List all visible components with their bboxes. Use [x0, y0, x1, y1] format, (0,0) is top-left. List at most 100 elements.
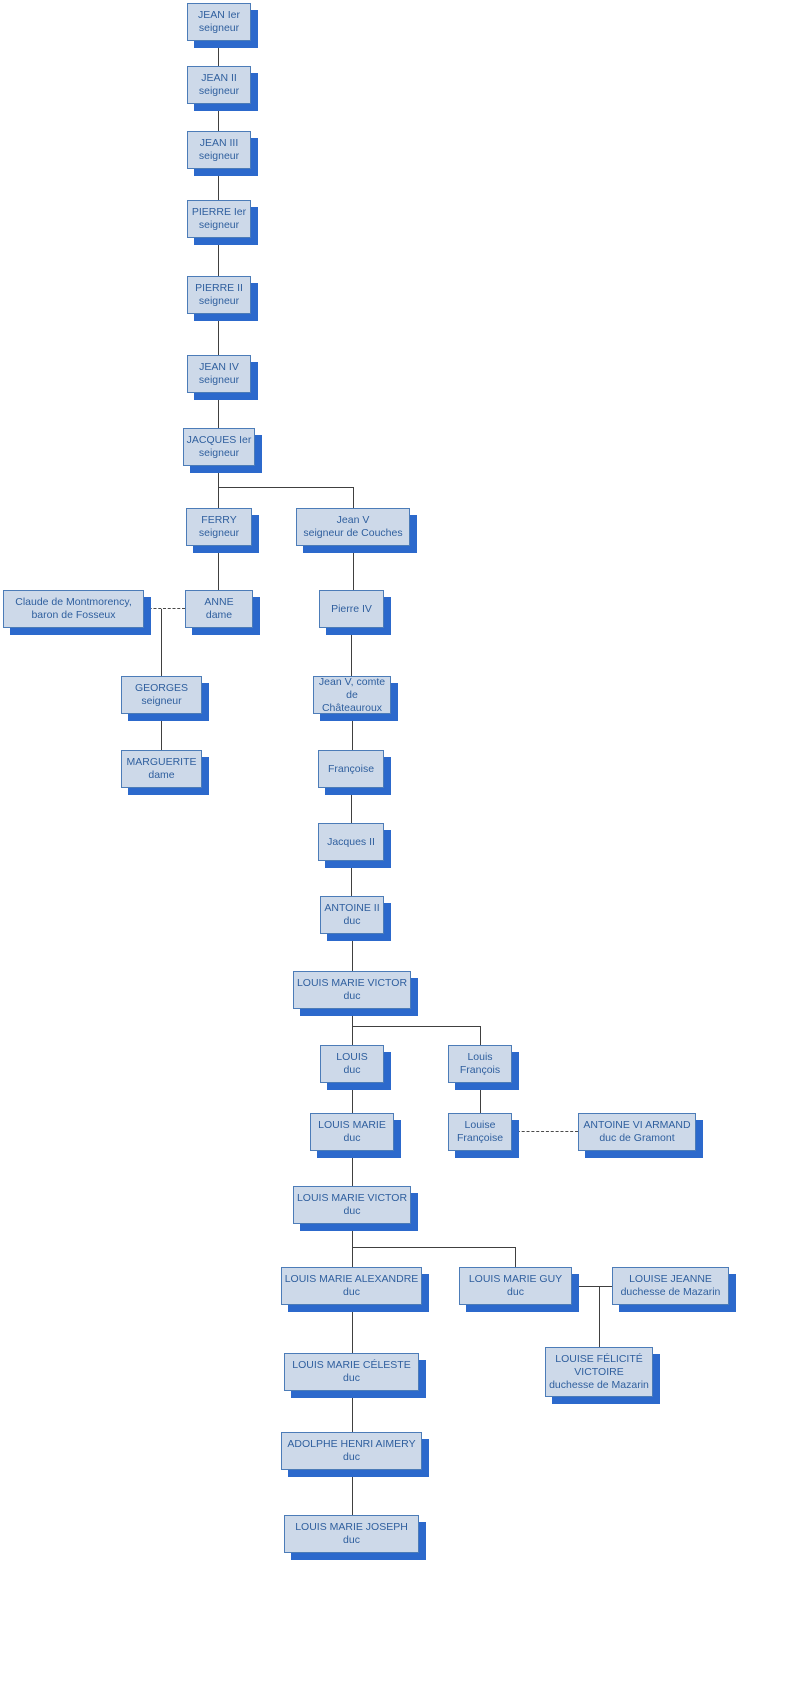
person-title: duc	[343, 1534, 360, 1546]
connector-line	[352, 1083, 353, 1113]
person-name: LOUIS MARIE CÉLESTE	[292, 1359, 411, 1371]
person-name: LOUISE JEANNE	[629, 1273, 712, 1285]
connector-line	[515, 1248, 516, 1267]
node-louis-marie-celeste[interactable]: LOUIS MARIE CÉLESTE duc	[284, 1353, 419, 1391]
connector-line	[351, 628, 352, 676]
person-title: dame	[205, 609, 233, 621]
person-title: seigneur	[141, 695, 182, 707]
node-jean-iii[interactable]: JEAN III seigneur	[187, 131, 251, 169]
person-title: de Châteauroux	[321, 688, 383, 714]
connector-line	[218, 546, 219, 590]
person-name: Jean V	[336, 514, 370, 526]
person-title: duc de Gramont	[599, 1132, 675, 1144]
person-title: dame	[148, 769, 175, 781]
person-name: LOUIS MARIE GUY	[468, 1273, 563, 1285]
node-louis-marie[interactable]: LOUIS MARIE duc	[310, 1113, 394, 1151]
node-pierre-ii[interactable]: PIERRE II seigneur	[187, 276, 251, 314]
connector-line	[480, 1027, 481, 1045]
node-adolphe-henri-aimery[interactable]: ADOLPHE HENRI AIMERY duc	[281, 1432, 422, 1470]
node-louis-marie-victor-1[interactable]: LOUIS MARIE VICTOR duc	[293, 971, 411, 1009]
node-louis-marie-guy[interactable]: LOUIS MARIE GUY duc	[459, 1267, 572, 1305]
person-title: seigneur	[198, 374, 240, 386]
person-name: Pierre IV	[331, 602, 372, 615]
person-name: Jean V, comte	[318, 675, 386, 688]
person-title: duc	[507, 1286, 524, 1298]
person-title: baron de Fosseux	[31, 609, 116, 621]
person-name: PIERRE Ier	[191, 206, 247, 218]
connector-line	[218, 393, 219, 428]
person-title: duchesse de Mazarin	[620, 1286, 721, 1298]
marriage-dashed-line	[144, 608, 185, 609]
node-jean-ier[interactable]: JEAN Ier seigneur	[187, 3, 251, 41]
person-title: seigneur	[198, 447, 240, 459]
node-marguerite[interactable]: MARGUERITE dame	[121, 750, 202, 788]
node-jean-v-couches[interactable]: Jean V seigneur de Couches	[296, 508, 410, 546]
node-pierre-ier[interactable]: PIERRE Ier seigneur	[187, 200, 251, 238]
person-name: Louis	[467, 1051, 493, 1063]
node-louis-marie-alexandre[interactable]: LOUIS MARIE ALEXANDRE duc	[281, 1267, 422, 1305]
person-name: GEORGES	[134, 682, 189, 694]
person-name: MARGUERITE	[126, 756, 197, 768]
connector-line	[351, 861, 352, 896]
connector-line	[352, 1026, 481, 1027]
node-francoise[interactable]: Françoise	[318, 750, 384, 788]
person-title: seigneur de Couches	[303, 527, 403, 539]
person-name: ANNE	[204, 596, 234, 608]
person-title: duc	[343, 990, 361, 1002]
node-antoine-ii[interactable]: ANTOINE II duc	[320, 896, 384, 934]
person-title: duc	[343, 1451, 360, 1463]
node-jean-iv[interactable]: JEAN IV seigneur	[187, 355, 251, 393]
node-jean-v-chateauroux[interactable]: Jean V, comte de Châteauroux	[313, 676, 391, 714]
node-pierre-iv[interactable]: Pierre IV	[319, 590, 384, 628]
connector-line	[352, 1151, 353, 1186]
node-ferry[interactable]: FERRY seigneur	[186, 508, 252, 546]
person-title: seigneur	[198, 22, 240, 34]
person-name: Claude de Montmorency,	[15, 596, 132, 608]
person-name: JEAN II	[201, 72, 237, 84]
person-title: François	[459, 1064, 501, 1076]
node-louis-francois[interactable]: Louis François	[448, 1045, 512, 1083]
connector-line	[352, 1247, 516, 1248]
node-georges[interactable]: GEORGES seigneur	[121, 676, 202, 714]
person-name: PIERRE II	[195, 282, 243, 294]
node-louis-marie-joseph[interactable]: LOUIS MARIE JOSEPH duc	[284, 1515, 419, 1553]
connector-line	[352, 1305, 353, 1353]
node-jean-ii[interactable]: JEAN II seigneur	[187, 66, 251, 104]
node-jacques-ii[interactable]: Jacques II	[318, 823, 384, 861]
person-title: duc	[343, 1286, 360, 1298]
node-louis[interactable]: LOUIS duc	[320, 1045, 384, 1083]
connector-line	[352, 1470, 353, 1515]
node-jacques-ier[interactable]: JACQUES Ier seigneur	[183, 428, 255, 466]
connector-line	[352, 1391, 353, 1432]
person-name: LOUIS	[336, 1051, 368, 1063]
person-name: LOUIS MARIE VICTOR	[296, 977, 408, 989]
person-title: duc	[343, 1372, 360, 1384]
person-name: LOUIS MARIE	[318, 1119, 386, 1131]
node-anne[interactable]: ANNE dame	[185, 590, 253, 628]
person-name: Louise	[464, 1119, 496, 1131]
connector-line	[352, 1224, 353, 1267]
person-name: ADOLPHE HENRI AIMERY	[287, 1438, 416, 1450]
person-title: duc	[343, 1205, 361, 1217]
node-louise-francoise[interactable]: Louise Françoise	[448, 1113, 512, 1151]
person-name: ANTOINE II	[324, 902, 380, 914]
connector-line	[161, 609, 162, 676]
node-louise-jeanne[interactable]: LOUISE JEANNE duchesse de Mazarin	[612, 1267, 729, 1305]
marriage-dashed-line	[512, 1131, 578, 1132]
connector-line	[352, 714, 353, 750]
person-name: JEAN III	[199, 137, 239, 149]
connector-line	[218, 169, 219, 200]
person-name: JEAN IV	[199, 361, 239, 373]
marriage-line	[572, 1286, 612, 1287]
connector-line	[353, 488, 354, 508]
node-louis-marie-victor-2[interactable]: LOUIS MARIE VICTOR duc	[293, 1186, 411, 1224]
person-title: duc	[343, 1132, 361, 1144]
node-claude-de-montmorency[interactable]: Claude de Montmorency, baron de Fosseux	[3, 590, 144, 628]
person-name: Françoise	[327, 762, 375, 775]
connector-line	[218, 104, 219, 131]
node-antoine-vi-armand[interactable]: ANTOINE VI ARMAND duc de Gramont	[578, 1113, 696, 1151]
node-louise-felicite-victoire[interactable]: LOUISE FÉLICITÉ VICTOIRE duchesse de Maz…	[545, 1347, 653, 1397]
connector-line	[218, 314, 219, 355]
person-title: seigneur	[198, 527, 240, 539]
